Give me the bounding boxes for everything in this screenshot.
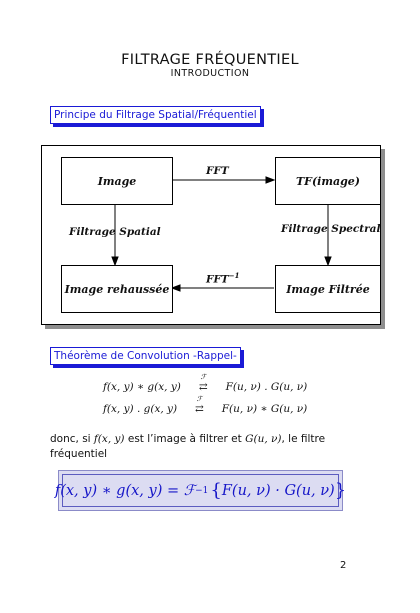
label-fft-inverse: FFT−1 xyxy=(206,271,240,286)
eq2-operator: ℱ xyxy=(196,395,203,403)
eq2-arrows: ⇄ xyxy=(195,403,204,415)
label-fft-inverse-exponent: −1 xyxy=(228,271,240,280)
section-heading-convolution: Théorème de Convolution -Rappel- xyxy=(50,347,241,365)
convolution-line-2: f(x, y) . g(x, y) ℱ⇄ F(u, ν) ∗ G(u, ν) xyxy=(103,395,308,415)
eq2-left: f(x, y) . g(x, y) xyxy=(103,403,178,415)
page-number: 2 xyxy=(340,560,347,571)
spectral-arrowhead xyxy=(324,256,332,267)
filter-equation-lhs: f(x, y) ∗ g(x, y) = ℱ xyxy=(54,482,196,499)
label-filtrage-spectral: Filtrage Spectral xyxy=(281,223,381,235)
page-subtitle: INTRODUCTION xyxy=(170,68,250,79)
section-heading-principe: Principe du Filtrage Spatial/Fréquentiel xyxy=(50,106,261,124)
fft-arrowhead xyxy=(265,176,276,184)
math-f: f(x, y) xyxy=(93,433,125,445)
label-filtrage-spatial: Filtrage Spatial xyxy=(69,226,161,238)
node-image-filtree: Image Filtrée xyxy=(275,265,381,313)
eq1-left: f(x, y) ∗ g(x, y) xyxy=(103,381,181,393)
brace-open: { xyxy=(210,480,222,501)
filter-equation-exponent: −1 xyxy=(195,485,209,496)
node-image: Image xyxy=(61,157,173,205)
math-G: G(u, ν) xyxy=(245,433,282,445)
filter-equation-body: F(u, ν) · G(u, ν) xyxy=(221,482,335,499)
eq1-right: F(u, ν) . G(u, ν) xyxy=(225,381,308,393)
eq1-relation: ℱ⇄ xyxy=(194,373,212,393)
label-fft: FFT xyxy=(206,165,229,177)
node-image-rehaussee: Image rehaussée xyxy=(61,265,173,313)
explanation-paragraph: donc, si f(x, y) est l’image à filtrer e… xyxy=(50,433,326,460)
diagram-frame: Image TF(image) Image rehaussée Image Fi… xyxy=(41,145,381,325)
filter-equation: f(x, y) ∗ g(x, y) = ℱ−1{F(u, ν) · G(u, ν… xyxy=(55,474,346,507)
filter-equation-box: f(x, y) ∗ g(x, y) = ℱ−1{F(u, ν) · G(u, ν… xyxy=(55,470,346,511)
spatial-arrowhead xyxy=(111,256,119,267)
node-tf-image: TF(image) xyxy=(275,157,381,205)
eq1-arrows: ⇄ xyxy=(198,381,208,393)
page-title: FILTRAGE FRÉQUENTIEL xyxy=(121,52,299,68)
eq2-relation: ℱ⇄ xyxy=(190,395,208,415)
brace-close: } xyxy=(334,480,347,501)
convolution-line-1: f(x, y) ∗ g(x, y) ℱ⇄ F(u, ν) . G(u, ν) xyxy=(103,373,308,393)
fft-inverse-arrowhead xyxy=(170,284,181,292)
eq2-right: F(u, ν) ∗ G(u, ν) xyxy=(221,403,308,415)
diagram-connectors xyxy=(111,176,332,292)
eq1-operator: ℱ xyxy=(200,373,206,381)
